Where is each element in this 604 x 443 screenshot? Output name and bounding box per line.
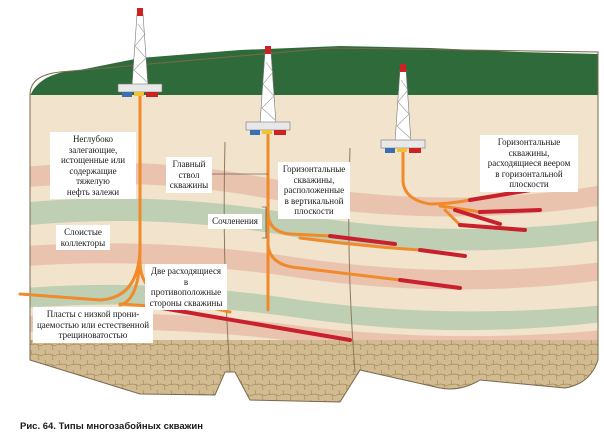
rig-part [262, 130, 272, 134]
fan-branch-3-red [458, 223, 527, 232]
block-edge [223, 141, 231, 373]
stratum-band [30, 243, 598, 290]
label-line: ствол [178, 169, 200, 180]
drilling-rig-middle [245, 46, 291, 135]
block-outline [29, 47, 599, 403]
rig-part [261, 61, 276, 121]
drilling-rig-left [117, 8, 163, 97]
rig-part [134, 92, 144, 96]
rig-part [133, 23, 148, 83]
branch-vertical-2 [266, 243, 402, 282]
label-line: скважины, [293, 174, 335, 185]
drilling-rig-right [380, 64, 426, 153]
branch-vertical-1 [266, 210, 332, 238]
label-line: расположенные [283, 185, 345, 195]
figure-caption: Рис. 64. Типы многозабойных скважин [20, 421, 203, 432]
label-line: залегающие, [68, 144, 118, 155]
rig-part [385, 148, 395, 153]
rig-part [400, 64, 406, 72]
rig-part [397, 148, 407, 152]
label-line: расходящиеся веером [487, 158, 571, 168]
branch-low-perm-red [148, 304, 352, 342]
label-line: плоскости [294, 206, 334, 216]
fan-branch-4 [453, 208, 502, 226]
rig-part [265, 46, 271, 54]
fan-branch-1 [428, 198, 472, 206]
rig-part [146, 92, 158, 97]
branch-vertical-3 [298, 236, 422, 252]
rock-layer [30, 340, 598, 402]
rig-part [274, 130, 286, 135]
fan-branch-2-red [478, 208, 542, 214]
rig-part [117, 83, 163, 93]
label-line: Неглубоко [72, 134, 114, 144]
label-line: скважины [169, 180, 209, 190]
label-line: трещиноватостью [58, 330, 128, 340]
label-line: Пласты с низкой прони- [46, 309, 140, 319]
branch-low-perm [18, 248, 142, 302]
rig-part [137, 8, 143, 16]
rig-part [245, 121, 291, 131]
label-line: Две расходящиеся [150, 266, 222, 276]
label-line: стороны скважины [149, 297, 223, 308]
label-line: цаемостью или естественной [36, 319, 150, 330]
main-bore-right [401, 88, 432, 206]
rig-part [122, 92, 132, 97]
label-line: Главный [172, 159, 206, 169]
label-line: в вертикальной [284, 195, 344, 206]
label-junctions: Сочленения [208, 214, 262, 229]
label-line: истощенные или [60, 155, 126, 165]
branch-vertical-1-red [328, 234, 397, 246]
branch-vertical-2-red [398, 278, 462, 290]
label-line: Слоистые [64, 227, 102, 237]
label-line: Сочленения [212, 216, 258, 226]
label-line: нефть залежи [66, 186, 120, 197]
stratum-band [30, 198, 598, 251]
rig-part [409, 148, 421, 153]
branch-vertical-3-red [418, 248, 467, 258]
label-line: содержащие тяжелую [69, 165, 117, 187]
label-line: коллекторы [60, 237, 106, 248]
rig-part [250, 130, 260, 135]
label-low-permeability: Пласты с низкой прони-цаемостью или есте… [33, 307, 153, 343]
label-line: плоскости [509, 179, 549, 189]
rig-part [380, 139, 426, 149]
label-line: в горизонтальной [495, 168, 563, 179]
label-line: Горизонтальные [282, 164, 346, 174]
label-line: скважины, [508, 147, 550, 158]
rig-part [396, 79, 411, 139]
label-line: в противоположные [150, 276, 222, 298]
label-line: Горизонтальные [497, 137, 561, 147]
